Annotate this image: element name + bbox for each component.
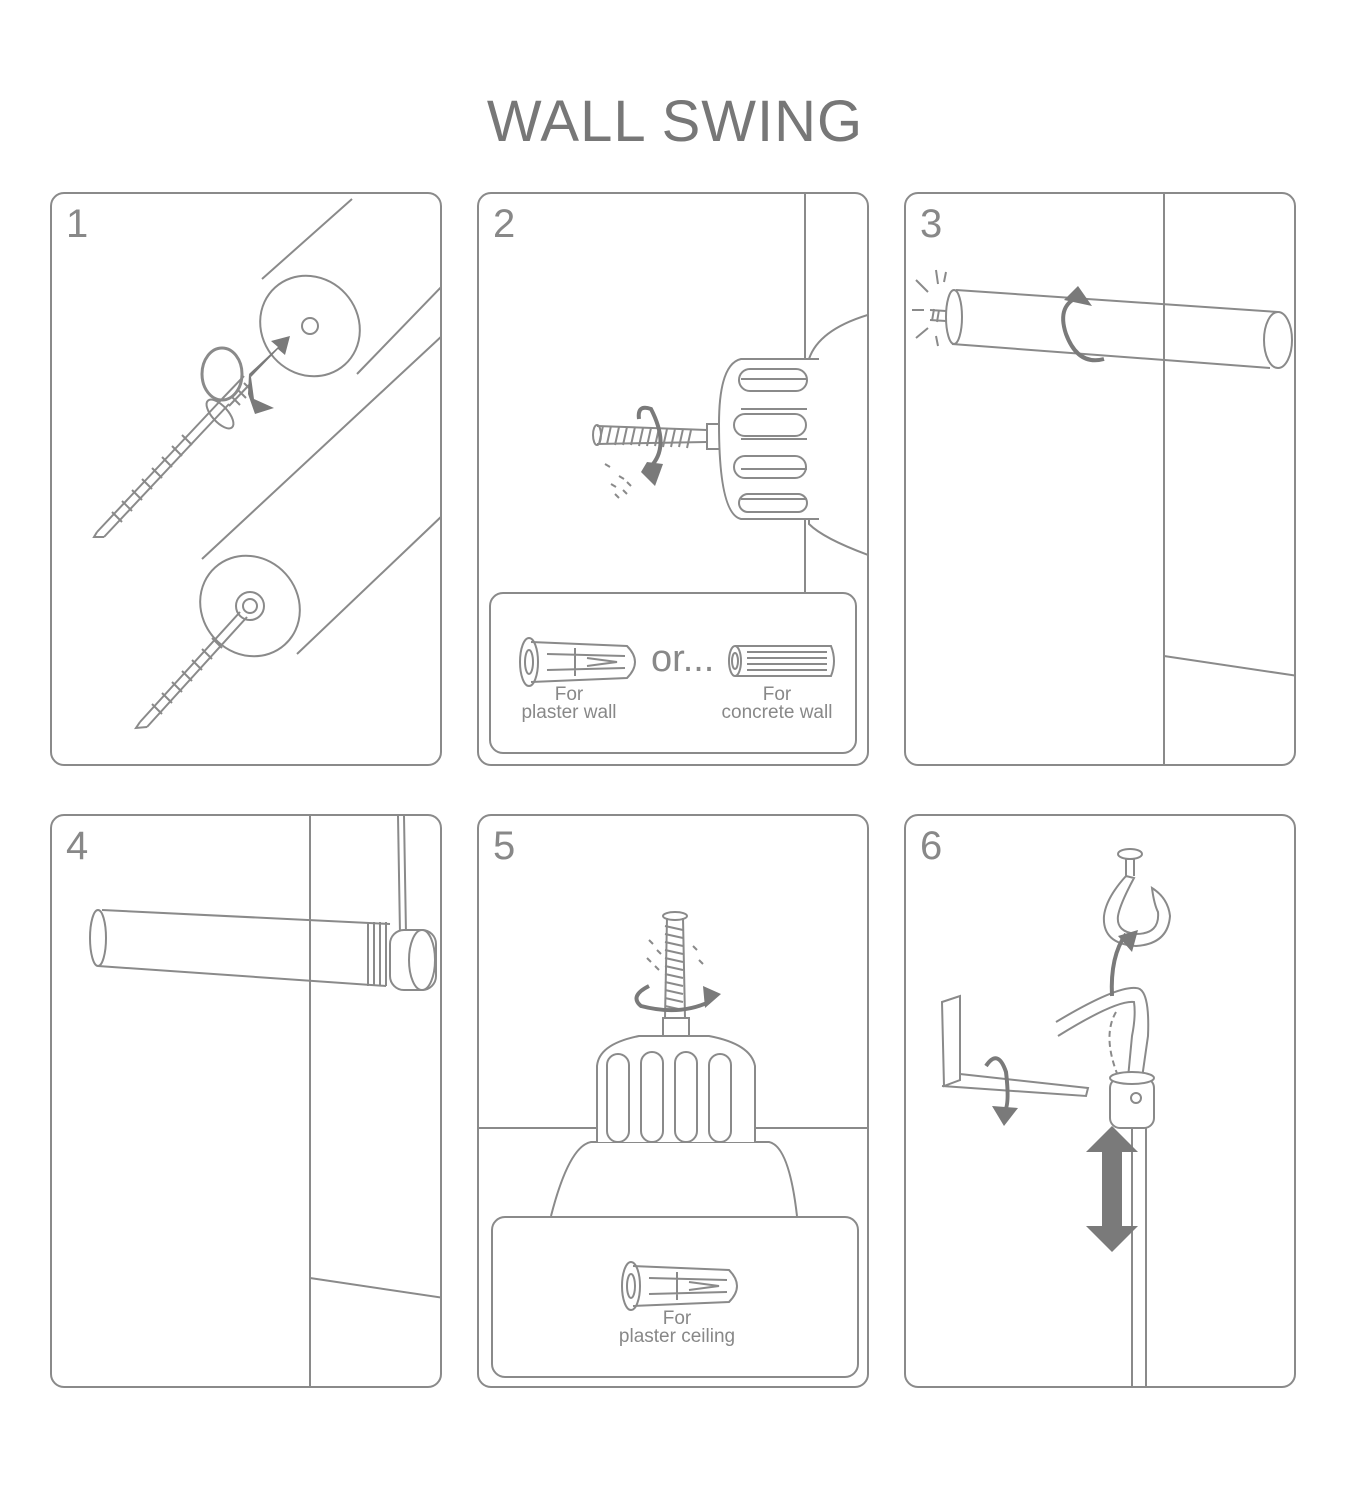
step-2-panel: 2 or... For plaster wall For concr (477, 192, 869, 766)
step-1-panel: 1 (50, 192, 442, 766)
step-1-illustration (52, 194, 442, 766)
or-label: or... (651, 638, 715, 680)
plaster-wall-caption: For plaster wall (509, 684, 629, 723)
step-3-illustration (906, 194, 1296, 766)
plaster-wall-anchor-icon (517, 634, 637, 690)
anchor-options-box: or... For plaster wall For concrete wall (489, 592, 857, 754)
step-3-panel: 3 (904, 192, 1296, 766)
step-6-illustration (906, 816, 1296, 1388)
step-number: 5 (493, 824, 516, 868)
anchor-options-box: For plaster ceiling (491, 1216, 859, 1378)
step-2-illustration (479, 194, 867, 766)
step-5-panel: 5 For plaster ceiling (477, 814, 869, 1388)
caption-line: concrete wall (721, 702, 833, 723)
caption-line: For (762, 684, 792, 705)
page-title: WALL SWING (486, 89, 864, 154)
concrete-wall-caption: For concrete wall (707, 684, 847, 723)
plaster-ceiling-caption: For plaster ceiling (607, 1308, 747, 1347)
caption-line: plaster ceiling (618, 1326, 736, 1347)
step-4-panel: 4 (50, 814, 442, 1388)
step-number: 3 (920, 202, 943, 246)
caption-line: plaster wall (521, 702, 617, 723)
caption-line: For (554, 684, 584, 705)
step-4-illustration (52, 816, 442, 1388)
step-number: 6 (920, 824, 943, 868)
step-number: 1 (66, 202, 89, 246)
step-number: 4 (66, 824, 89, 868)
plaster-ceiling-anchor-icon (619, 1258, 739, 1314)
step-number: 2 (493, 202, 516, 246)
caption-line: For (662, 1308, 692, 1329)
step-5-illustration (479, 816, 869, 1388)
step-6-panel: 6 (904, 814, 1296, 1388)
concrete-wall-anchor-icon (727, 642, 839, 680)
